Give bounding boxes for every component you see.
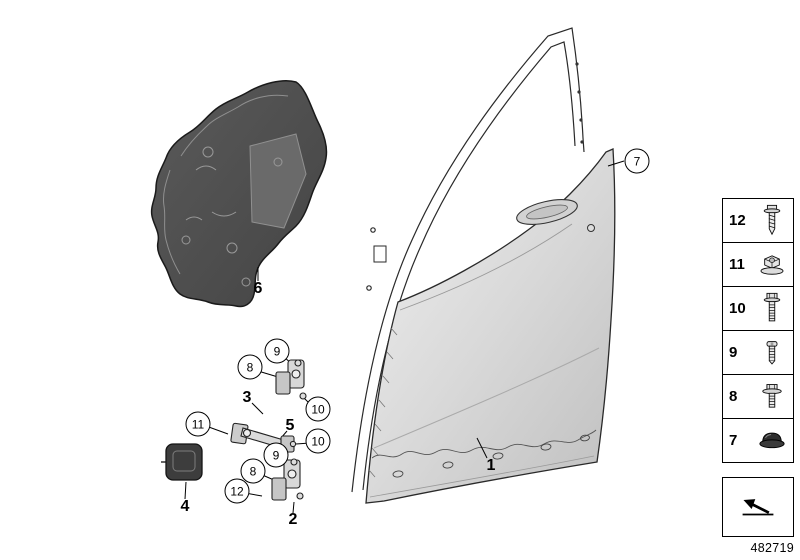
callout-3[interactable]: 3	[242, 389, 252, 406]
legend-item-number: 12	[729, 212, 746, 229]
callout-9[interactable]: 9	[263, 442, 289, 468]
legend-item-number: 10	[729, 300, 746, 317]
part-4-bracket	[161, 443, 203, 481]
callout-4[interactable]: 4	[180, 498, 190, 515]
self-tapping-screw-icon	[750, 204, 793, 237]
sealing-plug-icon	[750, 430, 793, 451]
callout-9[interactable]: 9	[264, 338, 290, 364]
door-handle-recess	[516, 199, 578, 225]
lower-door-hinge	[271, 458, 304, 501]
legend-item-9[interactable]: 9	[722, 330, 794, 375]
fastener-legend: 12 11 10	[722, 198, 794, 463]
direction-arrow-icon	[738, 490, 778, 524]
callout-6[interactable]: 6	[253, 280, 263, 297]
legend-item-10[interactable]: 10	[722, 286, 794, 331]
callout-10[interactable]: 10	[305, 428, 331, 454]
diagram-number: 482719	[750, 541, 794, 555]
callout-5[interactable]: 5	[285, 417, 295, 434]
upper-door-hinge	[275, 359, 307, 400]
legend-item-11[interactable]: 11	[722, 242, 794, 287]
legend-item-7[interactable]: 7	[722, 418, 794, 463]
callout-2[interactable]: 2	[288, 511, 298, 528]
sound-insulation-panel	[150, 80, 328, 308]
callout-11[interactable]: 11	[185, 411, 211, 437]
legend-item-number: 9	[729, 344, 738, 361]
callout-7[interactable]: 7	[624, 148, 650, 174]
legend-item-number: 8	[729, 388, 738, 405]
callout-8[interactable]: 8	[240, 458, 266, 484]
torx-screw-icon	[750, 340, 793, 366]
flange-nut-icon	[750, 254, 793, 276]
callout-12[interactable]: 12	[224, 478, 250, 504]
legend-item-number: 11	[729, 256, 745, 273]
legend-item-8[interactable]: 8	[722, 374, 794, 419]
legend-item-number: 7	[729, 432, 738, 449]
direction-arrow-box	[722, 477, 794, 537]
door-panel	[365, 148, 616, 504]
window-frame	[351, 27, 585, 493]
callout-10[interactable]: 10	[305, 396, 331, 422]
hex-bolt-icon	[750, 292, 793, 325]
legend-item-12[interactable]: 12	[722, 198, 794, 243]
callout-8[interactable]: 8	[237, 354, 263, 380]
callout-1[interactable]: 1	[486, 457, 496, 474]
flange-bolt-icon	[750, 383, 793, 411]
